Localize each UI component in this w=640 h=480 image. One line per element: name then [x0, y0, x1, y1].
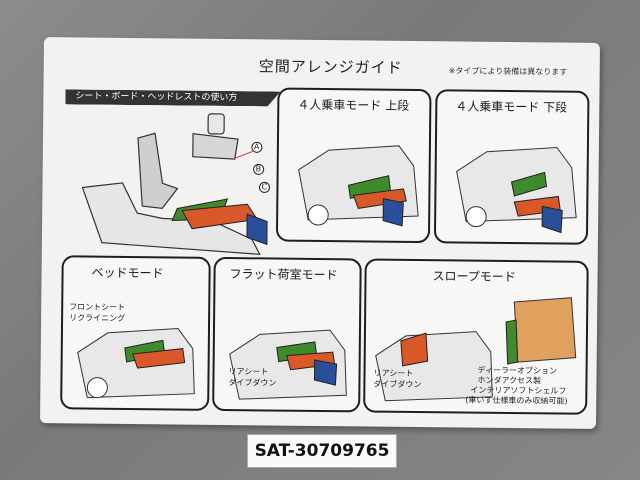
callout-c: C [261, 182, 268, 192]
slope-rear-dive-label-1: リアシート [373, 368, 414, 378]
arrangement-guide-card: 空間アレンジガイド ※タイプにより装備は異なります シート・ボード・ヘッドレスト… [39, 37, 601, 429]
blue-board [246, 213, 268, 246]
slope-rear-dive-label-2: ダイブダウン [373, 379, 422, 390]
panel-flat-mode: フラット荷室モード リアシート ダイブダウン [212, 256, 362, 413]
front-recline-label-1: フロントシート [69, 302, 126, 312]
dealer-option-label-4: (車いす仕様車のみ収納可能) [465, 395, 568, 406]
panel-bed-mode: ベッドモード フロントシート リクライニング [60, 255, 211, 411]
front-recline-label-2: リクライニング [69, 313, 126, 323]
flat-rear-dive-label-2: ダイブダウン [228, 378, 277, 388]
usage-diagram [81, 113, 270, 256]
callout-a: A [253, 142, 260, 152]
id-label: SAT-30709765 [247, 434, 397, 468]
dealer-option-label-2: ホンダアクセス製 [477, 375, 542, 386]
panel-4seat-upper: ４人乗車モード 上段 [275, 87, 432, 244]
panel-4seat-lower: ４人乗車モード 下段 [433, 89, 590, 245]
flat-rear-dive-label-1: リアシート [228, 367, 269, 377]
panel-slope-mode: スロープモード リアシート ダイブダウン ディーラーオプション ホンダアクセス製… [363, 258, 589, 415]
callout-b: B [255, 164, 262, 174]
